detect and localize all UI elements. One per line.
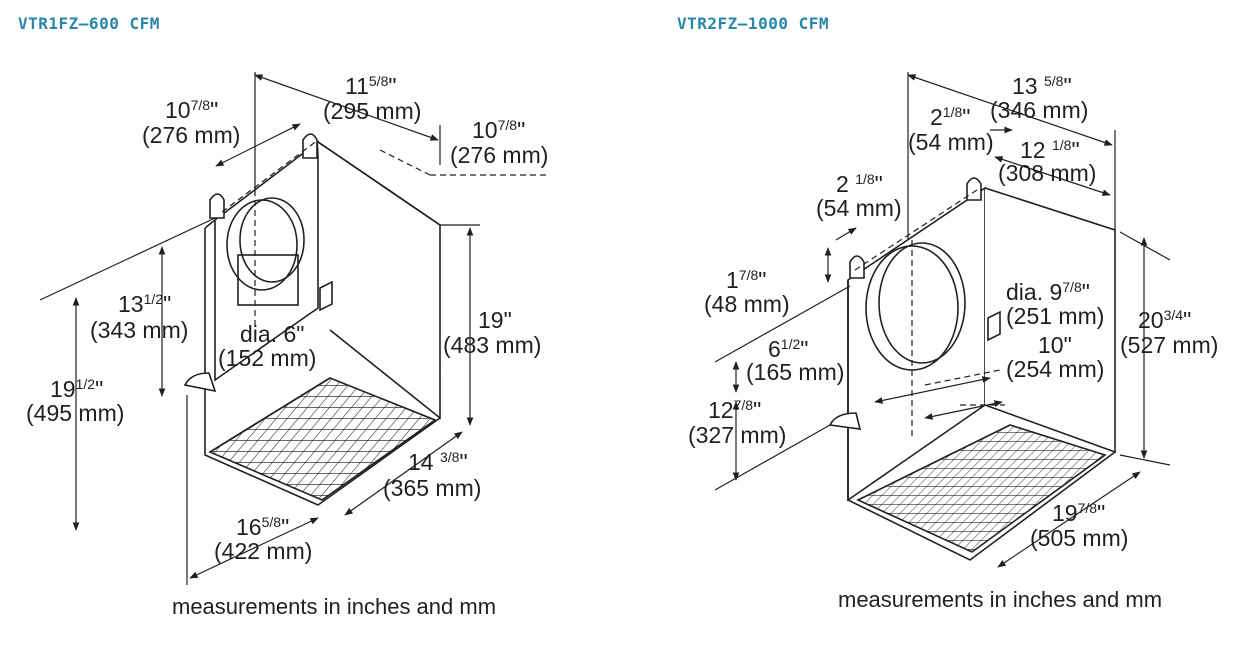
left-dim-base-depth: 14 3/8" (365 mm) — [383, 449, 481, 501]
svg-text:(483 mm): (483 mm) — [443, 332, 541, 358]
svg-text:dia. 6": dia. 6" — [240, 321, 304, 347]
svg-text:165/8": 165/8" — [236, 514, 289, 540]
svg-text:107/8": 107/8" — [472, 117, 525, 143]
left-model-title: VTR1FZ–600 CFM — [18, 14, 160, 33]
svg-text:(54 mm): (54 mm) — [816, 195, 902, 221]
svg-text:(251 mm): (251 mm) — [1006, 303, 1104, 329]
svg-text:(165 mm): (165 mm) — [746, 359, 844, 385]
svg-text:13 5/8": 13 5/8" — [1012, 73, 1072, 99]
right-dim-depth: 12 1/8" (308 mm) — [998, 137, 1096, 186]
svg-text:61/2": 61/2" — [768, 336, 808, 362]
right-mount-tab-4 — [987, 310, 1001, 342]
svg-text:19": 19" — [478, 307, 512, 333]
svg-text:(254 mm): (254 mm) — [1006, 356, 1104, 382]
right-dim-collar-width: 10" (254 mm) — [1006, 332, 1104, 382]
svg-text:131/2": 131/2" — [118, 291, 171, 317]
left-mount-tab-1 — [209, 193, 225, 219]
right-dim-offset-a: 21/8" (54 mm) — [908, 104, 994, 155]
svg-text:127/8": 127/8" — [708, 397, 761, 423]
left-caption: measurements in inches and mm — [172, 594, 496, 619]
svg-text:197/8": 197/8" — [1052, 500, 1105, 526]
right-mount-tab-1 — [849, 255, 865, 279]
svg-text:21/8": 21/8" — [930, 104, 970, 130]
svg-text:115/8": 115/8" — [345, 73, 397, 99]
right-mount-tab-2 — [966, 177, 982, 201]
svg-text:(276 mm): (276 mm) — [450, 142, 548, 168]
svg-text:(527 mm): (527 mm) — [1120, 332, 1218, 358]
svg-text:17/8": 17/8" — [726, 267, 766, 293]
svg-text:(48 mm): (48 mm) — [704, 291, 790, 317]
left-dim-total-height: 191/2" (495 mm) — [26, 376, 124, 426]
right-dim-body-height: 203/4" (527 mm) — [1120, 307, 1218, 358]
svg-text:(295 mm): (295 mm) — [323, 98, 421, 124]
svg-text:(422 mm): (422 mm) — [214, 538, 312, 564]
svg-text:(54 mm): (54 mm) — [908, 129, 994, 155]
left-dim-left-depth: 107/8" (276 mm) — [142, 97, 240, 148]
svg-text:191/2": 191/2" — [50, 376, 103, 402]
right-dim-gap: 17/8" (48 mm) — [704, 267, 790, 317]
svg-text:2 1/8": 2 1/8" — [836, 171, 883, 197]
svg-text:12 1/8": 12 1/8" — [1020, 137, 1080, 163]
svg-text:(308 mm): (308 mm) — [998, 160, 1096, 186]
left-mount-tab-4 — [319, 280, 333, 312]
svg-text:(152 mm): (152 mm) — [218, 345, 316, 371]
svg-text:(327 mm): (327 mm) — [688, 422, 786, 448]
svg-text:(276 mm): (276 mm) — [142, 122, 240, 148]
left-fan-drawing — [183, 133, 441, 506]
svg-text:203/4": 203/4" — [1138, 307, 1191, 333]
svg-text:dia. 97/8": dia. 97/8" — [1006, 279, 1090, 305]
right-dim-collar-offset: 61/2" (165 mm) — [746, 336, 844, 385]
svg-text:14 3/8": 14 3/8" — [408, 449, 468, 475]
right-side-panel — [984, 187, 1116, 454]
svg-text:(346 mm): (346 mm) — [990, 97, 1088, 123]
svg-text:(505 mm): (505 mm) — [1030, 525, 1128, 551]
right-dim-base-width: 197/8" (505 mm) — [1030, 500, 1128, 551]
right-fan-drawing — [828, 177, 1116, 561]
left-dim-diameter: dia. 6" (152 mm) — [218, 321, 316, 371]
right-mount-tab-3 — [828, 412, 862, 430]
svg-text:(343 mm): (343 mm) — [90, 317, 188, 343]
right-dim-top-width: 13 5/8" (346 mm) — [990, 73, 1088, 123]
right-caption: measurements in inches and mm — [838, 587, 1162, 612]
left-dim-base-width: 165/8" (422 mm) — [214, 514, 312, 564]
svg-text:(495 mm): (495 mm) — [26, 400, 124, 426]
right-model-title: VTR2FZ–1000 CFM — [677, 14, 829, 33]
left-dim-collar-height: 131/2" (343 mm) — [90, 291, 188, 343]
right-dim-mount-height: 127/8" (327 mm) — [688, 397, 786, 448]
svg-text:10": 10" — [1038, 332, 1072, 358]
svg-text:(365 mm): (365 mm) — [383, 475, 481, 501]
left-dim-body-height: 19" (483 mm) — [443, 307, 541, 358]
right-dim-diameter: dia. 97/8" (251 mm) — [1006, 279, 1104, 329]
right-base-grille — [856, 424, 1107, 553]
right-dim-offset-b: 2 1/8" (54 mm) — [816, 171, 902, 221]
svg-text:107/8": 107/8" — [165, 97, 218, 123]
left-mount-tab-3 — [183, 372, 217, 393]
left-dim-right-depth: 107/8" (276 mm) — [450, 117, 548, 168]
left-dim-top-width: 115/8" (295 mm) — [323, 73, 421, 124]
